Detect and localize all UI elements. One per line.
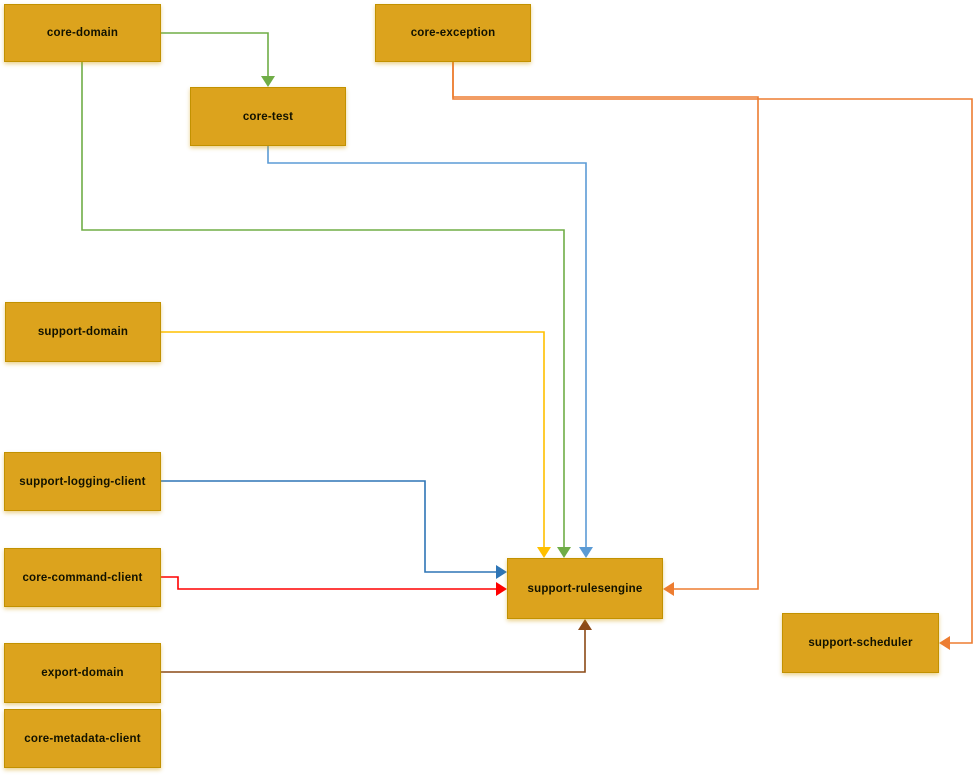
node-core-domain[interactable]: core-domain	[4, 4, 161, 62]
edge-core-exception-to-support-scheduler	[452, 62, 973, 644]
node-support-rulesengine-label: support-rulesengine	[527, 582, 643, 595]
node-support-logging-client[interactable]: support-logging-client	[4, 452, 161, 511]
arrowhead-export-domain-to-support-rulesengine	[578, 619, 592, 630]
node-core-test-label: core-test	[242, 110, 294, 123]
edge-support-domain-to-support-rulesengine	[161, 331, 545, 547]
arrowhead-core-exception-to-support-rulesengine	[663, 582, 674, 596]
edge-core-domain-to-support-rulesengine	[81, 62, 565, 547]
edge-core-domain-to-core-test	[161, 32, 269, 76]
node-core-exception[interactable]: core-exception	[375, 4, 531, 62]
arrowhead-support-logging-client-to-support-rulesengine	[496, 565, 507, 579]
arrowhead-core-domain-to-core-test	[261, 76, 275, 87]
node-support-domain-label: support-domain	[37, 326, 129, 338]
edge-support-logging-client-to-support-rulesengine	[161, 480, 496, 573]
node-export-domain-label: export-domain	[41, 667, 124, 679]
node-core-command-client[interactable]: core-command-client	[4, 548, 161, 607]
edge-core-test-to-support-rulesengine	[267, 146, 587, 547]
edge-core-command-client-to-support-rulesengine	[161, 576, 496, 590]
node-core-metadata-client[interactable]: core-metadata-client	[4, 709, 161, 768]
arrowhead-core-exception-to-support-scheduler	[939, 636, 950, 650]
arrowhead-support-domain-to-support-rulesengine	[537, 547, 551, 558]
node-core-exception-label: core-exception	[410, 27, 496, 39]
edge-export-domain-to-support-rulesengine	[161, 630, 586, 673]
node-core-command-client-label: core-command-client	[22, 571, 143, 584]
arrowhead-core-test-to-support-rulesengine	[579, 547, 593, 558]
node-support-domain[interactable]: support-domain	[5, 302, 161, 362]
node-support-rulesengine[interactable]: support-rulesengine	[507, 558, 663, 619]
node-support-logging-client-label: support-logging-client	[19, 475, 146, 488]
node-core-metadata-client-label: core-metadata-client	[24, 732, 141, 745]
node-support-scheduler-label: support-scheduler	[808, 637, 913, 649]
edge-core-exception-to-support-rulesengine	[452, 62, 759, 590]
node-export-domain[interactable]: export-domain	[4, 643, 161, 703]
arrowhead-core-domain-to-support-rulesengine	[557, 547, 571, 558]
node-support-scheduler[interactable]: support-scheduler	[782, 613, 939, 673]
node-core-test[interactable]: core-test	[190, 87, 346, 146]
arrowhead-core-command-client-to-support-rulesengine	[496, 582, 507, 596]
node-core-domain-label: core-domain	[46, 27, 119, 39]
